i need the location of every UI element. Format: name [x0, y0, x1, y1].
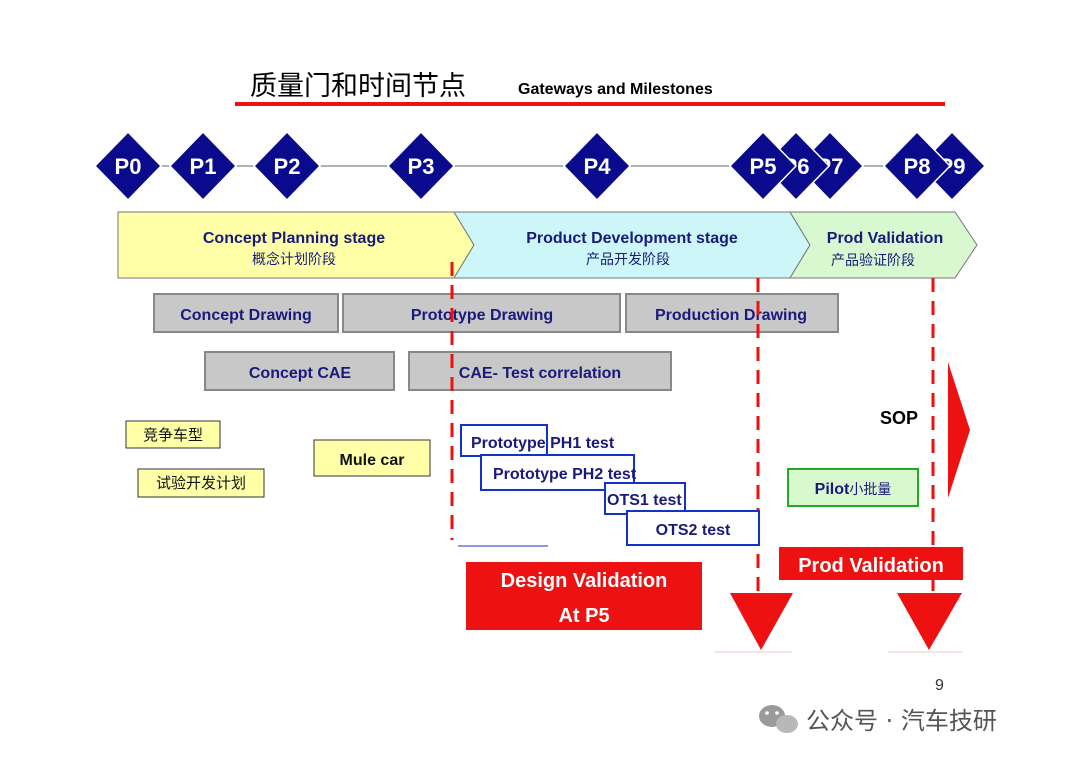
ots1-test-label: OTS1 test: [607, 492, 682, 509]
prototype-ph1-test: Prototype PH1 test: [460, 424, 615, 457]
stage-concept-planning: Concept Planning stage 概念计划阶段: [117, 211, 475, 279]
title-underline: [235, 102, 945, 106]
prototype-drawing-label: Prototype Drawing: [411, 307, 553, 324]
prod-validation-label: Prod Validation: [798, 555, 944, 577]
test-plan-note: 试验开发计划: [137, 468, 265, 498]
production-drawing-label: Production Drawing: [655, 307, 807, 324]
milestone-p4-label: P4: [584, 154, 612, 179]
pilot-label-cn: 小批量: [849, 482, 891, 498]
production-drawing-box: Production Drawing: [625, 293, 839, 333]
design-validation-line2: At P5: [558, 605, 609, 627]
mule-car-label: Mule car: [340, 452, 405, 469]
pilot-label-en: Pilot: [815, 481, 850, 498]
stage-prod-validation: Prod Validation 产品验证阶段: [789, 211, 978, 279]
milestone-p0: P0: [93, 130, 163, 202]
milestone-p0-label: P0: [115, 154, 142, 179]
milestone-p3: P3: [386, 130, 456, 202]
milestone-p8: P8: [882, 130, 952, 202]
milestone-p4: P4: [562, 130, 632, 202]
milestone-p5: P5: [728, 130, 798, 202]
concept-cae-label: Concept CAE: [249, 365, 352, 382]
milestone-p3-label: P3: [408, 154, 435, 179]
title-cn: 质量门和时间节点: [250, 71, 466, 102]
stage-product-development-en: Product Development stage: [526, 230, 738, 247]
wechat-icon: [759, 705, 798, 733]
ots1-test: OTS1 test: [604, 482, 686, 515]
competitor-car-note: 竞争车型: [125, 420, 221, 449]
milestone-p8-label: P8: [904, 154, 931, 179]
concept-cae-box: Concept CAE: [204, 351, 395, 391]
milestone-p1-label: P1: [190, 154, 217, 179]
title-en: Gateways and Milestones: [518, 81, 713, 98]
sop-label: SOP: [880, 408, 918, 428]
design-validation-box: Design Validation At P5: [466, 562, 702, 630]
test-plan-label: 试验开发计划: [156, 474, 246, 492]
p5-down-arrow: [730, 593, 793, 650]
ots2-test: OTS2 test: [626, 510, 760, 546]
stage-product-development-cn: 产品开发阶段: [586, 252, 670, 268]
sop-arrow: [948, 362, 970, 498]
design-validation-line1: Design Validation: [501, 570, 668, 592]
milestone-p2: P2: [252, 130, 322, 202]
prod-validation-box: Prod Validation: [779, 547, 963, 580]
concept-drawing-label: Concept Drawing: [180, 307, 312, 324]
prototype-ph1-test-label: Prototype PH1 test: [471, 435, 615, 452]
stage-prod-validation-en: Prod Validation: [827, 230, 943, 247]
stage-prod-validation-cn: 产品验证阶段: [831, 253, 915, 269]
milestone-p1: P1: [168, 130, 238, 202]
prototype-drawing-box: Prototype Drawing: [342, 293, 621, 333]
milestone-p9: P9: [917, 130, 987, 202]
prototype-ph2-test-label: Prototype PH2 test: [493, 466, 637, 483]
watermark-text: 公众号 · 汽车技研: [806, 707, 997, 735]
ots2-test-label: OTS2 test: [656, 522, 731, 539]
concept-drawing-box: Concept Drawing: [153, 293, 339, 333]
cae-test-correlation-label: CAE- Test correlation: [459, 365, 621, 382]
cae-test-correlation-box: CAE- Test correlation: [408, 351, 672, 391]
competitor-car-label: 竞争车型: [143, 426, 203, 444]
stage-concept-planning-en: Concept Planning stage: [203, 230, 385, 247]
pilot-label: Pilot小批量: [815, 481, 892, 498]
milestone-p2-label: P2: [274, 154, 301, 179]
pilot-box: Pilot小批量: [787, 468, 919, 507]
page-number: 9: [935, 677, 944, 694]
mule-car-note: Mule car: [313, 439, 431, 477]
milestone-p5-label: P5: [750, 154, 777, 179]
p8-down-arrow: [897, 593, 962, 650]
stage-product-development: Product Development stage 产品开发阶段: [453, 211, 811, 279]
stage-concept-planning-cn: 概念计划阶段: [252, 251, 336, 268]
